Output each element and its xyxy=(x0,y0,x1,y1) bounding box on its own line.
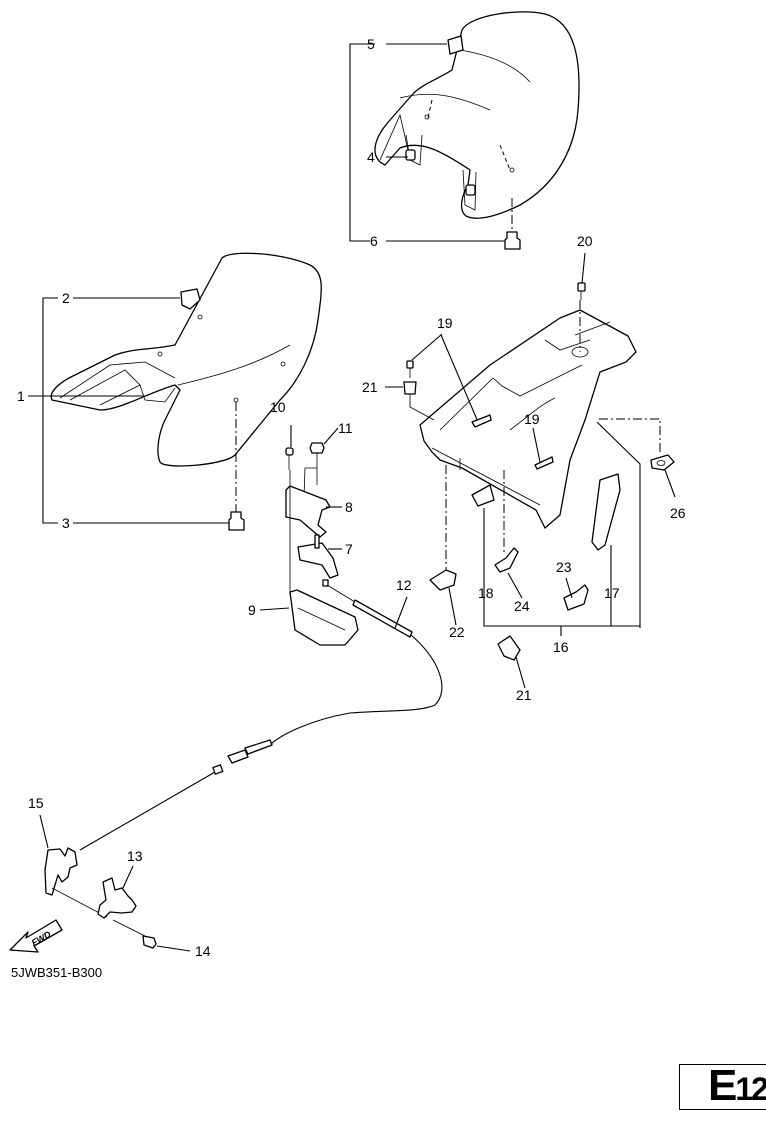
clip-23 xyxy=(429,569,457,591)
callout-26: 26 xyxy=(670,505,686,521)
lever-7 xyxy=(297,542,339,579)
seat-lock-cable xyxy=(79,579,443,851)
callout-17: 17 xyxy=(604,585,620,601)
callout-11: 11 xyxy=(338,420,353,436)
callout-6: 6 xyxy=(370,233,378,249)
rear-seat-damper xyxy=(504,231,521,250)
callout-19b: 19 xyxy=(524,411,540,427)
callout-12: 12 xyxy=(396,577,412,593)
page-letter: E xyxy=(708,1061,737,1110)
callout-15: 15 xyxy=(28,795,44,811)
fwd-arrow-icon: FWD xyxy=(9,919,63,953)
lock-assembly xyxy=(44,847,157,949)
grommet-26 xyxy=(650,454,675,471)
bracket-8 xyxy=(285,485,331,538)
lock-bracket-group xyxy=(285,442,359,646)
callout-9: 9 xyxy=(248,602,256,618)
grab-bar xyxy=(419,309,637,551)
screw-10 xyxy=(285,447,294,456)
trim-17 xyxy=(591,473,621,551)
rear-seat-bolt-2 xyxy=(465,184,476,196)
callout-8: 8 xyxy=(345,499,353,515)
callout-1: 1 xyxy=(17,388,25,404)
page-number: 12 xyxy=(735,1071,766,1107)
bolt-19-left xyxy=(406,360,414,369)
screw-14 xyxy=(142,935,157,949)
page-id-box: E12 xyxy=(679,1061,766,1111)
callout-22: 21 xyxy=(516,687,532,703)
nut-11 xyxy=(309,442,325,454)
callout-13: 13 xyxy=(127,848,143,864)
cover-9 xyxy=(289,589,359,646)
bolt-19-mid xyxy=(471,414,492,428)
collar-20 xyxy=(403,381,417,395)
callout-4: 4 xyxy=(367,149,375,165)
hook-24 xyxy=(563,584,589,611)
callout-3: 3 xyxy=(62,515,70,531)
callout-2: 2 xyxy=(62,290,70,306)
rear-seat xyxy=(374,11,580,219)
callout-25: 24 xyxy=(514,598,530,614)
driver-seat-emblem xyxy=(180,288,201,310)
callout-16: 16 xyxy=(553,639,569,655)
callout-24: 23 xyxy=(556,559,572,575)
rear-seat-bolt-1 xyxy=(405,149,416,161)
bolt-21 xyxy=(577,282,586,292)
trim-18 xyxy=(471,484,495,507)
callout-14: 14 xyxy=(195,943,211,959)
callout-20: 21 xyxy=(362,379,378,395)
callout-18: 18 xyxy=(478,585,494,601)
callout-19a: 19 xyxy=(437,315,453,331)
callout-5: 5 xyxy=(367,36,375,52)
driver-seat-damper xyxy=(228,511,245,531)
clip-nut-22 xyxy=(497,635,521,661)
callout-23: 22 xyxy=(449,624,465,640)
diagram-code: 5JWB351-B300 xyxy=(11,965,103,980)
callout-7: 7 xyxy=(345,541,353,557)
driver-seat xyxy=(50,252,322,467)
cylinder-13 xyxy=(97,877,137,919)
callout-10: 10 xyxy=(270,399,286,415)
hook-25 xyxy=(494,547,519,573)
bolt-19-right xyxy=(534,456,554,470)
stay-15 xyxy=(44,847,78,896)
callout-21: 20 xyxy=(577,233,593,249)
page-id: E12 xyxy=(708,1061,766,1111)
